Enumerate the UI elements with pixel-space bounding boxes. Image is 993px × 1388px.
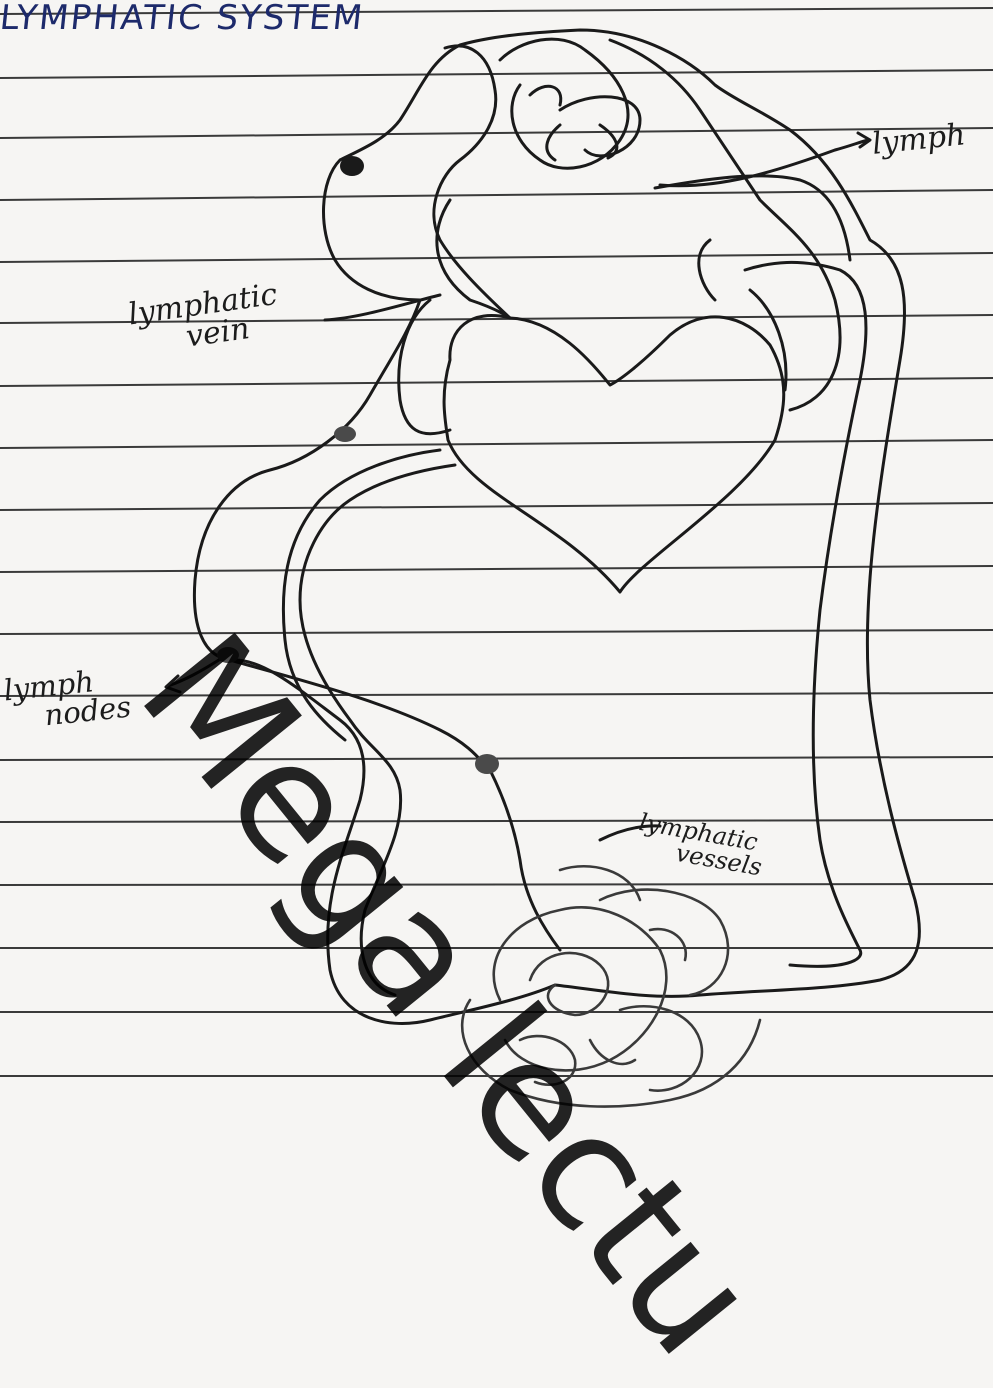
lymph-node <box>475 754 499 774</box>
page-title: LYMPHATIC SYSTEM <box>0 0 366 38</box>
head-loops <box>434 46 510 318</box>
lymph-node <box>334 426 356 442</box>
inner-loop-left <box>437 200 510 318</box>
lymph-node <box>340 156 364 176</box>
notebook-page: LYMPHATIC SYSTEM lymph lymphatic vein ly… <box>0 0 993 1128</box>
heart <box>444 316 784 592</box>
inner-loop-right <box>745 262 866 966</box>
